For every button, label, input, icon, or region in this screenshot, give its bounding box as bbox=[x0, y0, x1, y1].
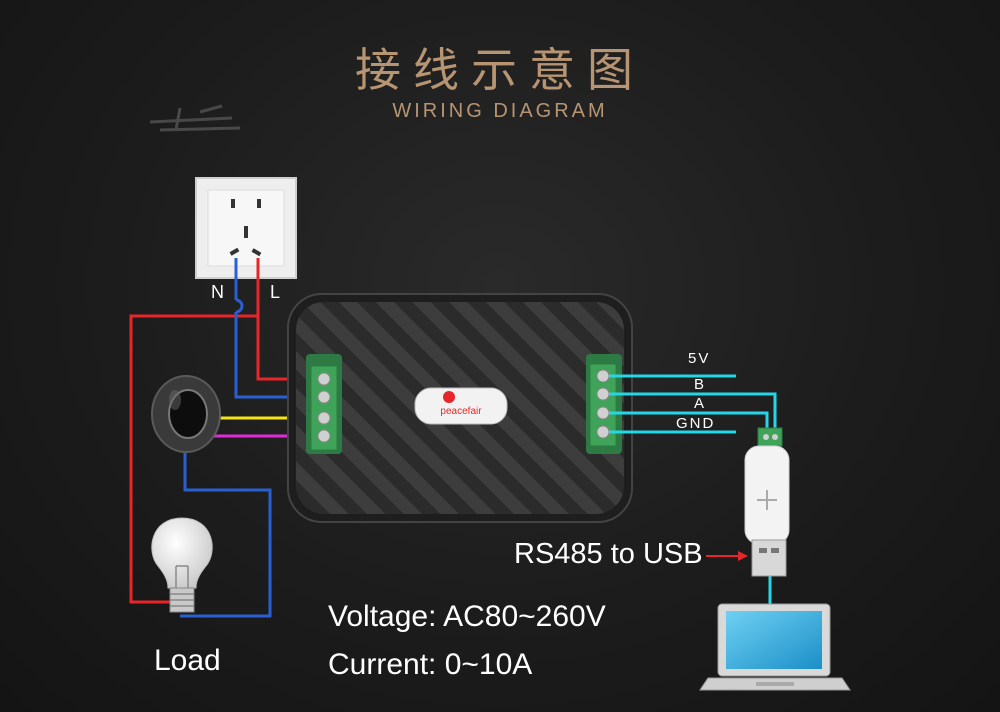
pin-gnd-label: GND bbox=[676, 415, 716, 432]
decorative-strokes bbox=[149, 104, 241, 132]
adapter-arrow bbox=[706, 551, 748, 561]
rs485-wires bbox=[609, 374, 777, 604]
brand-badge: peacefair bbox=[414, 387, 508, 425]
laptop-icon bbox=[699, 603, 851, 691]
converter-label: RS485 to USB bbox=[514, 538, 703, 570]
light-bulb-icon bbox=[151, 517, 213, 613]
neutral-wire bbox=[180, 258, 308, 618]
neutral-label: N bbox=[211, 282, 224, 302]
live-label: L bbox=[270, 282, 281, 302]
wall-socket bbox=[195, 177, 297, 279]
rs485-usb-adapter bbox=[744, 445, 790, 577]
adapter-connector bbox=[757, 427, 783, 447]
title-english: WIRING DIAGRAM bbox=[392, 100, 608, 122]
current-spec: Current: 0~10A bbox=[328, 648, 533, 681]
load-label: Load bbox=[154, 644, 221, 677]
title-chinese: 接线示意图 bbox=[355, 43, 645, 97]
pin-5v-label: 5V bbox=[688, 350, 711, 367]
input-terminal-block bbox=[310, 365, 338, 451]
brand-name: peacefair bbox=[440, 406, 482, 417]
current-transformer bbox=[151, 375, 221, 453]
voltage-spec: Voltage: AC80~260V bbox=[328, 600, 606, 633]
pin-a-label: A bbox=[694, 395, 707, 412]
pin-b-label: B bbox=[694, 376, 707, 393]
